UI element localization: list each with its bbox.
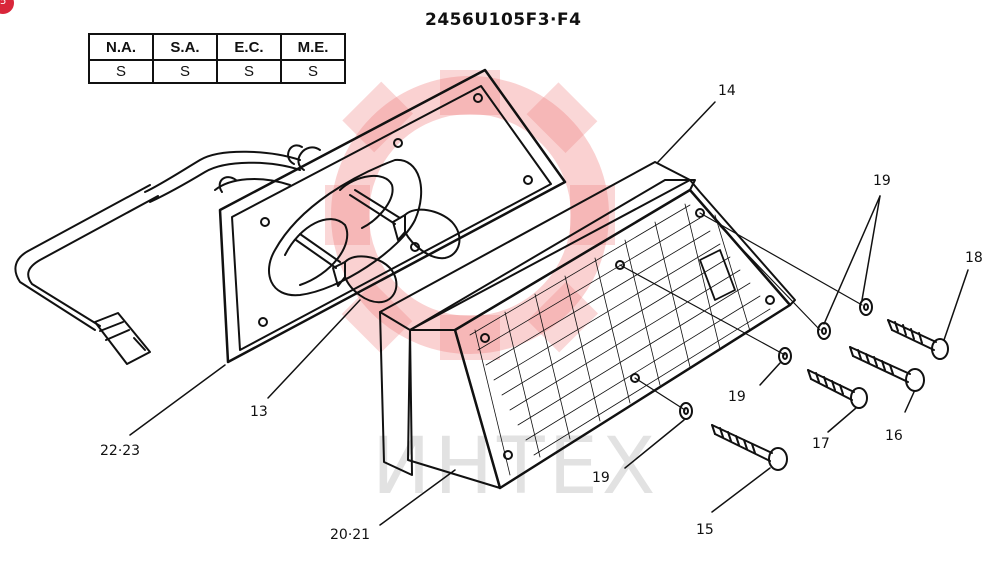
market-value-me: S: [280, 59, 346, 84]
wire-connector: [94, 312, 151, 365]
callout-18: 18: [965, 250, 983, 266]
lens-gasket: [379, 161, 691, 476]
washer-1: [859, 298, 873, 316]
market-table: N.A. S.A. E.C. M.E. S S S S: [88, 33, 346, 84]
screw-axis-lines: [619, 212, 863, 411]
lens-screw-holes: [480, 208, 775, 460]
wire-harness: [14, 144, 321, 331]
lamp-housing-plate: [218, 68, 567, 364]
callout-13: 13: [250, 404, 268, 420]
washer-2: [817, 322, 831, 340]
market-header-ec: E.C.: [216, 33, 282, 61]
page-badge-number: 5: [0, 0, 7, 7]
screw-17: [807, 369, 868, 409]
market-value-ec: S: [216, 59, 282, 84]
callout-16: 16: [885, 428, 903, 444]
bulb-lower: [295, 233, 398, 304]
lamp-lens: [407, 179, 796, 490]
callout-14: 14: [718, 83, 736, 99]
leader-lines: [129, 101, 969, 526]
callout-19-mid: 19: [728, 389, 746, 405]
callout-15: 15: [696, 522, 714, 538]
market-value-na: S: [88, 59, 154, 84]
callout-20-21: 20·21: [330, 527, 371, 543]
screw-16: [849, 346, 925, 392]
bulb-upper: [349, 189, 461, 260]
market-value-sa: S: [152, 59, 218, 84]
market-header-me: M.E.: [280, 33, 346, 61]
screw-15: [711, 424, 788, 471]
callout-19-bottom: 19: [592, 470, 610, 486]
washer-4: [679, 402, 693, 420]
market-header-na: N.A.: [88, 33, 154, 61]
callout-22-23: 22·23: [100, 443, 141, 459]
washer-3: [778, 347, 792, 365]
page-badge: 5: [0, 0, 14, 14]
market-header-sa: S.A.: [152, 33, 218, 61]
callout-19-top: 19: [873, 173, 891, 189]
diagram-code: 2456U105F3·F4: [425, 10, 582, 30]
lens-grid: [469, 203, 771, 476]
screw-18: [887, 319, 949, 360]
callout-17: 17: [812, 436, 830, 452]
